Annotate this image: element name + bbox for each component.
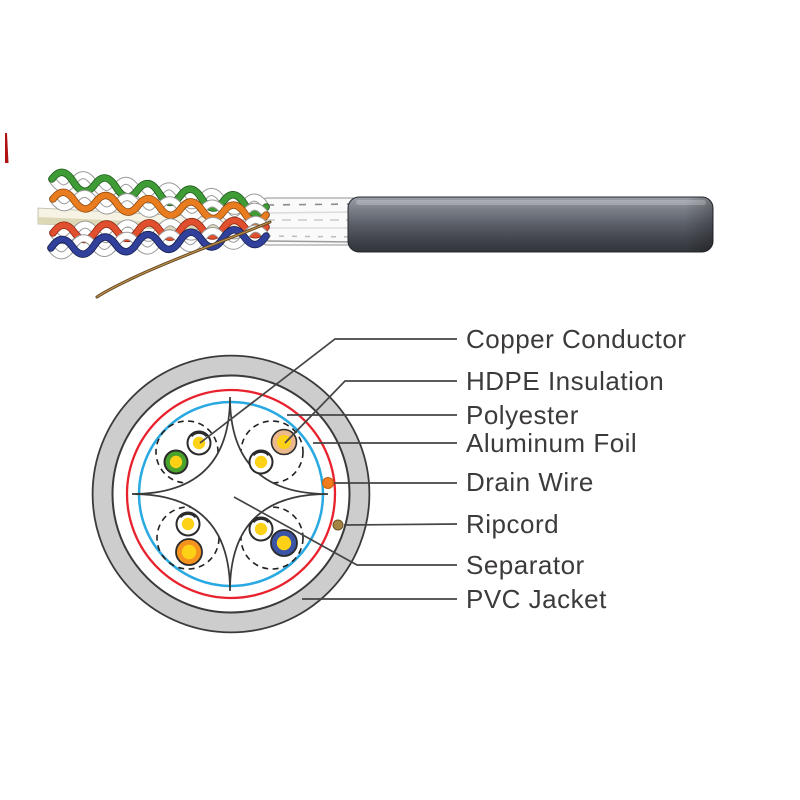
cable-photo-illustration xyxy=(37,168,714,299)
jacket-cylinder xyxy=(347,196,714,253)
callout-label-pvc-jacket: PVC Jacket xyxy=(466,584,607,614)
aluminum-foil-ring xyxy=(125,388,337,600)
twisted-pair-blue xyxy=(47,224,270,260)
callout-label-aluminum-foil: Aluminum Foil xyxy=(466,428,638,458)
wire-white-top-left xyxy=(186,430,212,456)
callout-label-separator: Separator xyxy=(466,550,585,580)
callout-label-polyester: Polyester xyxy=(466,400,579,430)
wire-orange xyxy=(175,538,203,566)
cross-section xyxy=(91,354,371,634)
wire-white-bottom-left xyxy=(175,511,201,537)
callout-label-drain-wire: Drain Wire xyxy=(466,467,594,497)
wire-green xyxy=(163,449,189,475)
leader-ripcord xyxy=(343,523,458,526)
leader-copper-conductor xyxy=(199,338,457,444)
callout-label-hdpe-insulation: HDPE Insulation xyxy=(466,366,665,396)
pvc-jacket-ring xyxy=(93,356,369,632)
drain-wire-strand xyxy=(95,220,272,299)
foil-wrap xyxy=(261,197,359,246)
callout-label-copper-conductor: Copper Conductor xyxy=(466,324,687,354)
wire-blue xyxy=(270,529,298,557)
separator-star xyxy=(131,396,329,592)
wire-white-bottom-right xyxy=(248,516,274,542)
wire-tan xyxy=(270,428,298,456)
ripcord-dot xyxy=(332,519,344,531)
leader-hdpe-insulation xyxy=(284,380,457,444)
leader-separator xyxy=(233,496,457,566)
leader-lines xyxy=(199,338,458,600)
callout-label-ripcord: Ripcord xyxy=(466,509,560,539)
drain-wire-dot xyxy=(322,477,334,489)
wire-white-top-right xyxy=(248,449,274,475)
red-tick-mark xyxy=(5,133,9,163)
